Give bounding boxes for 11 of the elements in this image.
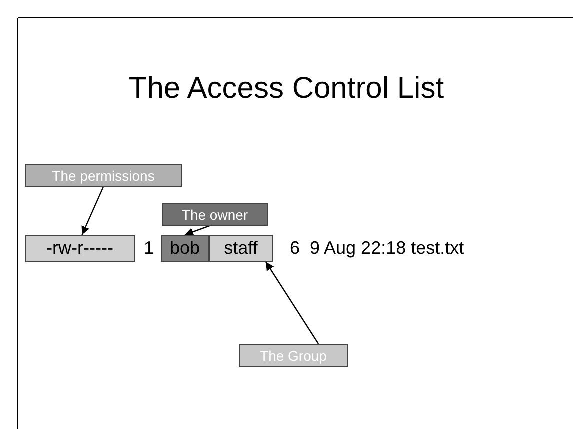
permission-string: -rw-r----- bbox=[25, 235, 135, 262]
group-name: staff bbox=[209, 235, 273, 262]
callout-label: The owner bbox=[162, 203, 268, 226]
link-count: 1 bbox=[144, 238, 154, 259]
file-details: 6 9 Aug 22:18 test.txt bbox=[290, 238, 464, 259]
callout-label: The permissions bbox=[25, 164, 182, 187]
arrow bbox=[184, 225, 210, 236]
owner-name: bob bbox=[161, 235, 209, 262]
title: The Access Control List bbox=[128, 72, 446, 106]
arrow bbox=[82, 186, 104, 236]
arrow bbox=[265, 262, 320, 344]
